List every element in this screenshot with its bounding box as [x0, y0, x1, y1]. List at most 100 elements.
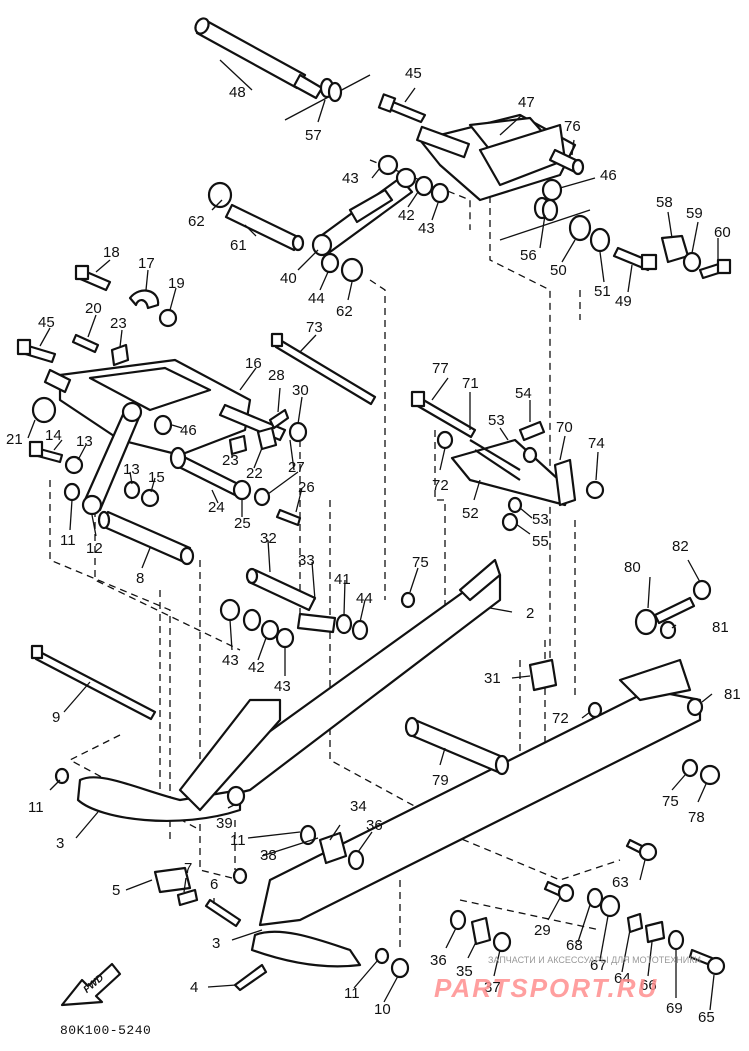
callout-4: 4	[190, 979, 198, 996]
washer-39	[226, 785, 246, 807]
washer-53-top	[522, 446, 538, 464]
pin-6	[204, 898, 242, 928]
washer-72-top	[436, 430, 454, 450]
collar-51	[589, 227, 611, 253]
callout-51: 51	[594, 283, 611, 300]
nut-43-mid	[219, 598, 241, 622]
shaft-76	[548, 148, 585, 176]
callout-6: 6	[210, 876, 218, 893]
callout-10: 10	[374, 1001, 391, 1018]
callout-17: 17	[138, 255, 155, 272]
washer-11-bottom	[374, 947, 390, 965]
washer-42-mid	[260, 619, 280, 641]
callout-11: 11	[60, 532, 76, 549]
nut-78	[699, 764, 721, 786]
bolt-80	[634, 596, 696, 636]
callout-78: 78	[688, 809, 705, 826]
callout-5: 5	[112, 882, 120, 899]
bolt-14	[28, 440, 64, 464]
callout-67: 67	[590, 957, 607, 974]
bushing-44-top	[320, 252, 340, 274]
callout-24: 24	[208, 499, 225, 516]
callout-40: 40	[280, 270, 297, 287]
callout-71: 71	[462, 375, 479, 392]
callout-65: 65	[698, 1009, 715, 1026]
callout-52: 52	[462, 505, 479, 522]
callout-19: 19	[168, 275, 185, 292]
nut-43-top-right	[430, 182, 450, 204]
nut-55	[501, 512, 519, 532]
parts	[16, 17, 732, 992]
callout-3: 3	[56, 835, 64, 852]
bolt-9	[30, 644, 157, 721]
callout-74: 74	[588, 435, 605, 452]
callout-15: 15	[148, 469, 165, 486]
bolt-73	[270, 332, 377, 406]
nut-82	[692, 579, 712, 601]
collar-66	[644, 920, 666, 944]
bolt-60	[698, 258, 732, 280]
washer-42-top	[414, 175, 434, 197]
callout-55: 55	[532, 533, 549, 550]
callout-28: 28	[268, 367, 285, 384]
callout-44: 44	[308, 290, 325, 307]
nut-43-top	[377, 154, 399, 176]
block-31	[528, 658, 558, 692]
callout-43: 43	[274, 678, 291, 695]
callout-53: 53	[532, 511, 549, 528]
callout-42: 42	[248, 659, 265, 676]
callout-21: 21	[6, 431, 23, 448]
nut-43-mid-right	[275, 627, 295, 649]
collar-35	[470, 916, 492, 946]
washer-36-lower	[449, 909, 467, 931]
callout-58: 58	[656, 194, 673, 211]
callout-38: 38	[260, 847, 277, 864]
washer-13-center	[123, 480, 141, 500]
washer-13-left	[64, 455, 84, 475]
callout-70: 70	[556, 419, 573, 436]
pin-28	[268, 408, 290, 430]
callout-45: 45	[38, 314, 55, 331]
watermark-brand: PARTSPORT.RU	[434, 973, 658, 1003]
callout-69: 69	[666, 1000, 683, 1017]
rod-61	[224, 203, 305, 252]
washer-27	[253, 487, 271, 507]
callout-33: 33	[298, 552, 315, 569]
collar-50	[568, 214, 592, 242]
block-64	[626, 912, 644, 934]
collar-33	[296, 612, 337, 634]
screw-4	[233, 963, 268, 992]
washer-81-bottom	[686, 697, 704, 717]
callout-37: 37	[484, 979, 501, 996]
collar-62-left	[207, 181, 233, 209]
callout-23: 23	[110, 315, 127, 332]
bolt-45-top	[377, 93, 427, 124]
callout-49: 49	[615, 293, 632, 310]
collar-67	[599, 894, 621, 918]
callout-68: 68	[566, 937, 583, 954]
lever-70	[553, 458, 577, 507]
washer-68	[586, 887, 604, 909]
collar-62-center	[340, 257, 364, 283]
callout-62: 62	[336, 303, 353, 320]
washer-41	[335, 613, 353, 635]
callout-46: 46	[180, 422, 197, 439]
callout-43: 43	[342, 170, 359, 187]
washer-75-mid	[400, 591, 416, 609]
slide-rail-3-upper	[76, 698, 282, 822]
watermark-subtitle: ЗАПЧАСТИ И АКСЕССУАРЫ ДЛЯ МОТОТЕХНИКИ	[488, 955, 701, 965]
washer-11-left	[63, 482, 81, 502]
diagram-code: 80K100-5240	[60, 1023, 151, 1038]
bushing-46-right	[541, 178, 563, 202]
bolt-20	[71, 333, 100, 354]
bolt-26	[275, 508, 302, 527]
callout-75: 75	[662, 793, 679, 810]
callout-2: 2	[526, 605, 534, 622]
callout-39: 39	[216, 815, 233, 832]
callout-64: 64	[614, 970, 631, 987]
spring-56	[499, 196, 591, 241]
callout-57: 57	[305, 127, 322, 144]
callout-18: 18	[103, 244, 120, 261]
nut-15	[140, 488, 160, 508]
callout-34: 34	[350, 798, 367, 815]
